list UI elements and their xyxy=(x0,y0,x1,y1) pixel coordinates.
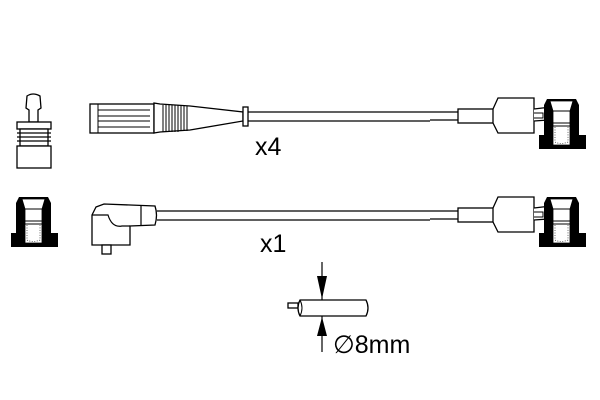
quantity-label-x1: x1 xyxy=(260,230,286,258)
quantity-label-x4: x4 xyxy=(255,133,282,161)
coil-socket xyxy=(10,196,59,248)
distributor-cap-socket-bottom xyxy=(538,196,587,248)
distributor-cap-socket-top xyxy=(538,98,587,150)
diameter-label: ∅8mm xyxy=(333,331,410,359)
distributor-connector-bottom xyxy=(429,196,552,233)
angled-coil-boot xyxy=(91,203,430,255)
distributor-connector-top xyxy=(429,97,552,134)
spark-plug-terminal xyxy=(16,93,52,169)
straight-spark-plug-boot xyxy=(89,102,430,134)
cable-diameter-callout: ∅8mm xyxy=(287,262,410,359)
